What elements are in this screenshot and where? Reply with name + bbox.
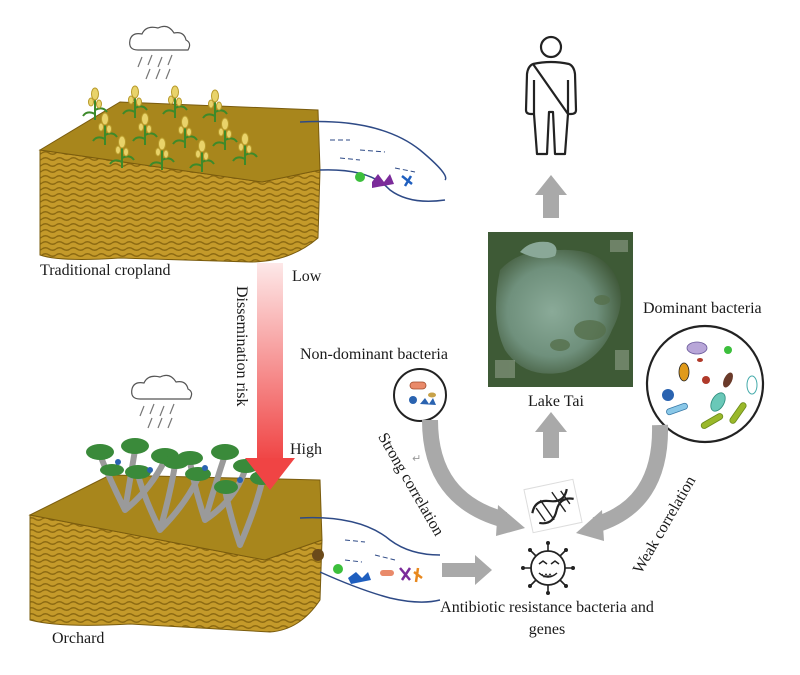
label-non-dominant-bacteria: Non-dominant bacteria xyxy=(300,346,448,363)
arrow-arb-to-lake xyxy=(535,412,567,458)
label-arb: Antibiotic resistance bacteria and genes xyxy=(412,599,682,640)
cloud-rain-icon xyxy=(131,374,193,429)
bacteria-icon xyxy=(348,572,371,584)
cloud-rain-icon xyxy=(129,25,191,80)
label-dominant-bacteria: Dominant bacteria xyxy=(643,300,762,317)
dominant-bacteria-circle xyxy=(645,324,765,444)
bacteria-icon xyxy=(355,172,365,182)
label-orchard: Orchard xyxy=(52,630,105,647)
human-silhouette-icon xyxy=(524,35,578,156)
arrowhead-strong xyxy=(496,505,525,536)
label-arb-line1: Antibiotic resistance bacteria and xyxy=(440,599,654,616)
label-low: Low xyxy=(292,268,322,285)
return-glyph: ↵ xyxy=(412,452,421,465)
bacteria-icon xyxy=(312,549,324,561)
bacteria-icon xyxy=(413,567,423,583)
orchard-stream xyxy=(299,516,441,603)
bacteria-icon xyxy=(399,567,412,581)
non-dominant-bacteria-circle xyxy=(393,368,447,422)
cropland-soil-side xyxy=(39,149,321,263)
cropland-block xyxy=(38,85,447,263)
label-dissemination-risk: Dissemination risk xyxy=(233,286,250,407)
virus-icon xyxy=(521,541,575,595)
arrow-lake-to-human xyxy=(535,175,567,218)
orchard-block xyxy=(28,438,441,633)
label-arb-line2: genes xyxy=(528,621,566,639)
bacteria-icon xyxy=(372,174,394,188)
orchard-soil-side xyxy=(29,514,323,633)
arrowhead-weak xyxy=(576,510,604,541)
arrow-strong-correlation xyxy=(422,419,508,528)
label-lake-tai: Lake Tai xyxy=(528,393,584,410)
arrow-orchard-to-arb xyxy=(442,555,492,585)
dna-icon xyxy=(523,478,583,534)
cropland-stream xyxy=(299,120,447,202)
bacteria-icon xyxy=(333,564,343,574)
bacteria-icon xyxy=(380,570,394,576)
arrow-weak-correlation xyxy=(592,424,669,533)
orchard-soil-top xyxy=(28,474,323,561)
dissemination-risk-arrow xyxy=(245,263,295,490)
label-high: High xyxy=(290,441,322,458)
lake-tai-image xyxy=(488,232,633,387)
label-traditional-cropland: Traditional cropland xyxy=(40,262,171,279)
bacteria-icon xyxy=(401,175,413,187)
